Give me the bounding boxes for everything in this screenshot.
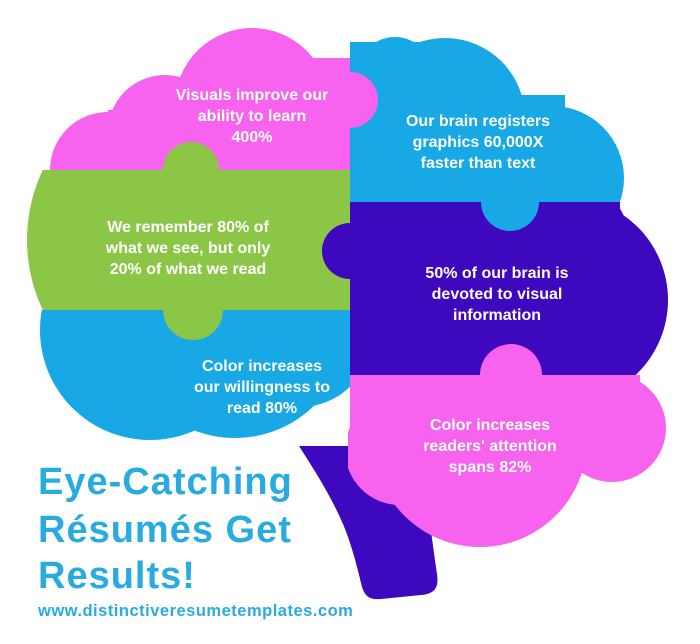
stat-line: what we see, but only	[105, 240, 271, 257]
text-remember: We remember 80% of what we see, but only…	[105, 219, 271, 278]
text-brain-devoted: 50% of our brain is devoted to visual in…	[425, 265, 568, 324]
headline-line: Résumés Get	[38, 509, 292, 551]
stat-line: Visuals improve our	[176, 87, 329, 104]
stat-line: 20% of what we read	[110, 261, 267, 278]
headline-line: Eye-Catching	[38, 461, 293, 503]
knob-pink-into-purple	[480, 344, 542, 406]
stat-line: read 80%	[227, 400, 297, 417]
puzzle-piece-color-attention	[348, 375, 666, 547]
puzzle-piece-color-willingness	[40, 310, 350, 440]
website-url: www.distinctiveresumetemplates.com	[37, 602, 353, 620]
stat-line: Our brain registers	[406, 113, 550, 130]
stat-line: We remember 80% of	[107, 219, 269, 236]
headline-line: Results!	[38, 555, 196, 597]
knob-green-into-blue	[163, 280, 223, 340]
knob-green-into-pink	[163, 142, 219, 198]
knob-pink-into-blue	[322, 72, 378, 128]
headline: Eye-Catching Résumés Get Results!	[38, 461, 293, 597]
stat-line: faster than text	[421, 155, 536, 172]
knob-purple-into-green	[322, 223, 378, 279]
text-color-attention: Color increases readers' attention spans…	[423, 417, 557, 476]
text-visuals-learning: Visuals improve our ability to learn 400…	[176, 87, 329, 146]
stat-line: information	[453, 307, 541, 324]
stat-line: ability to learn	[198, 108, 306, 125]
knob-blue-into-purple	[481, 173, 539, 231]
text-color-willingness: Color increases our willingness to read …	[194, 358, 330, 417]
stat-line: readers' attention	[423, 438, 557, 455]
puzzle-piece-brain-devoted	[350, 202, 668, 375]
stat-line: 50% of our brain is	[425, 265, 568, 282]
stat-line: Color increases	[202, 358, 322, 375]
stat-line: devoted to visual	[432, 286, 563, 303]
stat-line: 400%	[232, 129, 273, 146]
stat-line: our willingness to	[194, 379, 330, 396]
text-brain-registers: Our brain registers graphics 60,000X fas…	[406, 113, 550, 172]
stat-line: graphics 60,000X	[413, 134, 544, 151]
stat-line: Color increases	[430, 417, 550, 434]
stat-line: spans 82%	[449, 459, 532, 476]
